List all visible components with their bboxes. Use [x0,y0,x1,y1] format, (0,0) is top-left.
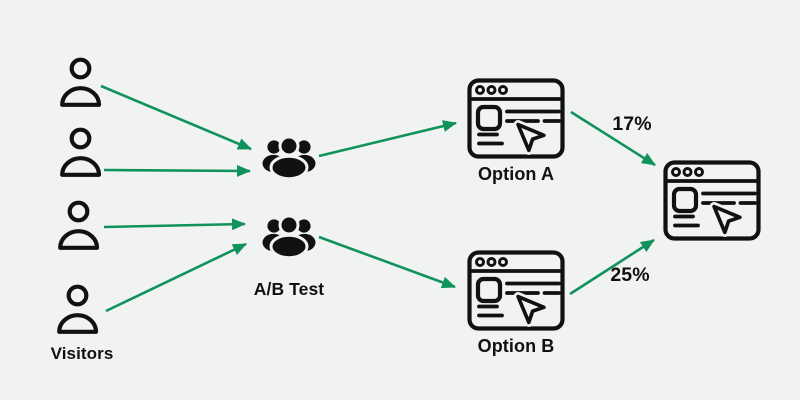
arrow-group-a-to-option-a [318,120,458,158]
visitor-person-icon [59,287,96,332]
arrow-option-a-to-winner [570,110,656,167]
arrow-visitor4-to-group-b [105,242,247,313]
visitors-label: Visitors [50,344,114,363]
test-groups [261,135,317,260]
conversion-rate-b-label: 25% [610,264,650,286]
visitor-person-icon [62,130,99,175]
visitors-column [59,60,99,332]
option-b-browser-icon [470,253,563,329]
option-a-browser-icon [470,81,563,157]
arrow-group-b-to-option-b [318,235,456,289]
arrow-option-b-to-winner [569,238,655,296]
ab-test-label: A/B Test [253,279,325,299]
winner-browser-icon [666,163,759,239]
group-b-people-icon [261,214,317,260]
conversion-rate-a-label: 17% [612,113,652,135]
visitor-person-icon [62,60,99,105]
visitor-person-icon [60,203,97,248]
group-a-people-icon [261,135,317,181]
arrow-visitor2-to-group-a [103,164,252,177]
option-b-label: Option B [477,336,555,356]
option-a-label: Option A [477,164,555,184]
arrow-visitor3-to-group-b [103,218,247,231]
flow-arrows [100,84,656,313]
arrow-visitor1-to-group-a [100,84,252,151]
